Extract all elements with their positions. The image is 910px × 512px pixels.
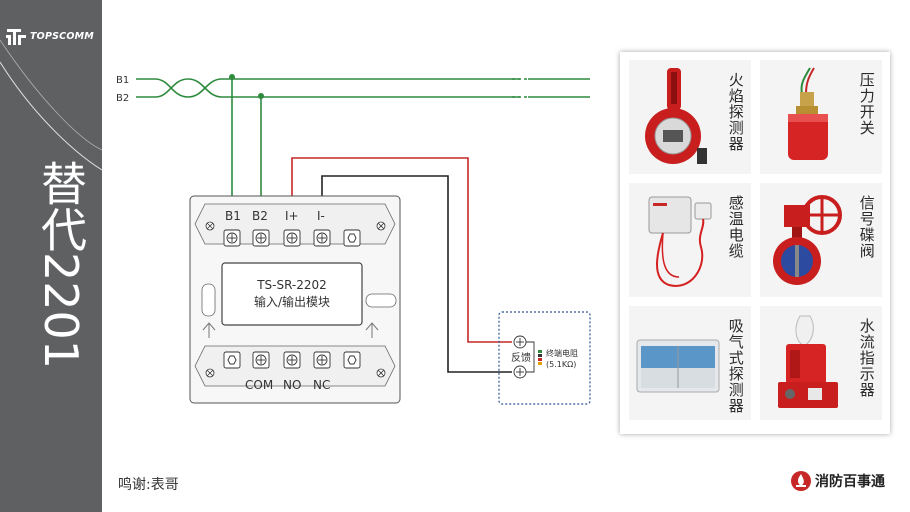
- device-card-heat-cable: 感温电缆: [629, 183, 751, 297]
- mount-screws: [205, 221, 386, 378]
- water-flow-indicator-icon: [778, 315, 838, 408]
- logo-text: TOPSCOMM: [30, 30, 94, 42]
- device-label-heat-cable: 感温电缆: [726, 195, 745, 259]
- resistor-value: (5.1KΩ): [546, 360, 576, 369]
- feedback-link-wire: [526, 341, 535, 373]
- heat-cable-icon: [648, 196, 712, 287]
- terminal-label-b2: B2: [252, 209, 268, 223]
- device-label-butterfly-valve: 信号碟阀: [857, 195, 876, 259]
- device-card-aspirating-detector: 吸气式探测器: [629, 306, 751, 420]
- terminal-label-i-minus: I-: [317, 209, 325, 223]
- device-label-water-flow-indicator: 水流指示器: [857, 318, 876, 398]
- terminal-resistor-icon: [538, 350, 542, 365]
- page-title: 替代2201: [34, 160, 88, 370]
- pressure-switch-icon: [788, 67, 828, 160]
- topscomm-logo-icon: [6, 29, 26, 45]
- resistor-label: 终端电阻: [546, 348, 578, 358]
- device-card-water-flow-indicator: 水流指示器: [760, 306, 882, 420]
- devices-panel: 火焰探测器 压力开关 感温电缆: [620, 52, 890, 434]
- terminal-label-no: NO: [283, 378, 301, 392]
- device-card-butterfly-valve: 信号碟阀: [760, 183, 882, 297]
- aspirating-detector-icon: [636, 339, 720, 393]
- sidebar: TOPSCOMM 替代2201: [0, 0, 102, 512]
- bottom-terminal-screws: [223, 351, 361, 369]
- butterfly-valve-icon: [773, 195, 842, 285]
- credit-text: 鸣谢:表哥: [118, 477, 179, 493]
- brand-name: 消防百事通: [815, 474, 885, 490]
- terminal-label-nc: NC: [313, 378, 330, 392]
- bus-b1-junction: [229, 74, 235, 80]
- terminal-label-b1: B1: [225, 209, 241, 223]
- brand-logo: 消防百事通: [790, 470, 885, 492]
- positive-wire: [291, 157, 512, 343]
- bus-break: [512, 78, 530, 98]
- fire-brand-icon: [791, 471, 811, 491]
- device-label-flame-detector: 火焰探测器: [726, 72, 745, 152]
- negative-wire: [321, 175, 512, 373]
- module-model: TS-SR-2202: [256, 278, 327, 292]
- module-name: 输入/输出模块: [254, 294, 330, 309]
- bus-drop-wires: [231, 77, 262, 197]
- flame-detector-icon: [645, 68, 707, 164]
- terminal-label-com: COM: [245, 378, 273, 392]
- feedback-device-box: [498, 311, 591, 405]
- device-card-flame-detector: 火焰探测器: [629, 60, 751, 174]
- bus-b2-junction: [258, 93, 264, 99]
- sidebar-decoration: [0, 39, 102, 171]
- bus-b1-label: B1: [116, 75, 129, 86]
- feedback-label: 反馈: [511, 351, 531, 364]
- bus-lines: [136, 78, 590, 98]
- device-label-pressure-switch: 压力开关: [857, 72, 876, 136]
- top-terminal-screws: [223, 229, 361, 247]
- bus-b2-label: B2: [116, 93, 129, 104]
- device-label-aspirating-detector: 吸气式探测器: [726, 318, 745, 414]
- device-card-pressure-switch: 压力开关: [760, 60, 882, 174]
- topscomm-logo: TOPSCOMM: [4, 24, 94, 48]
- terminal-label-i-plus: I+: [285, 209, 299, 223]
